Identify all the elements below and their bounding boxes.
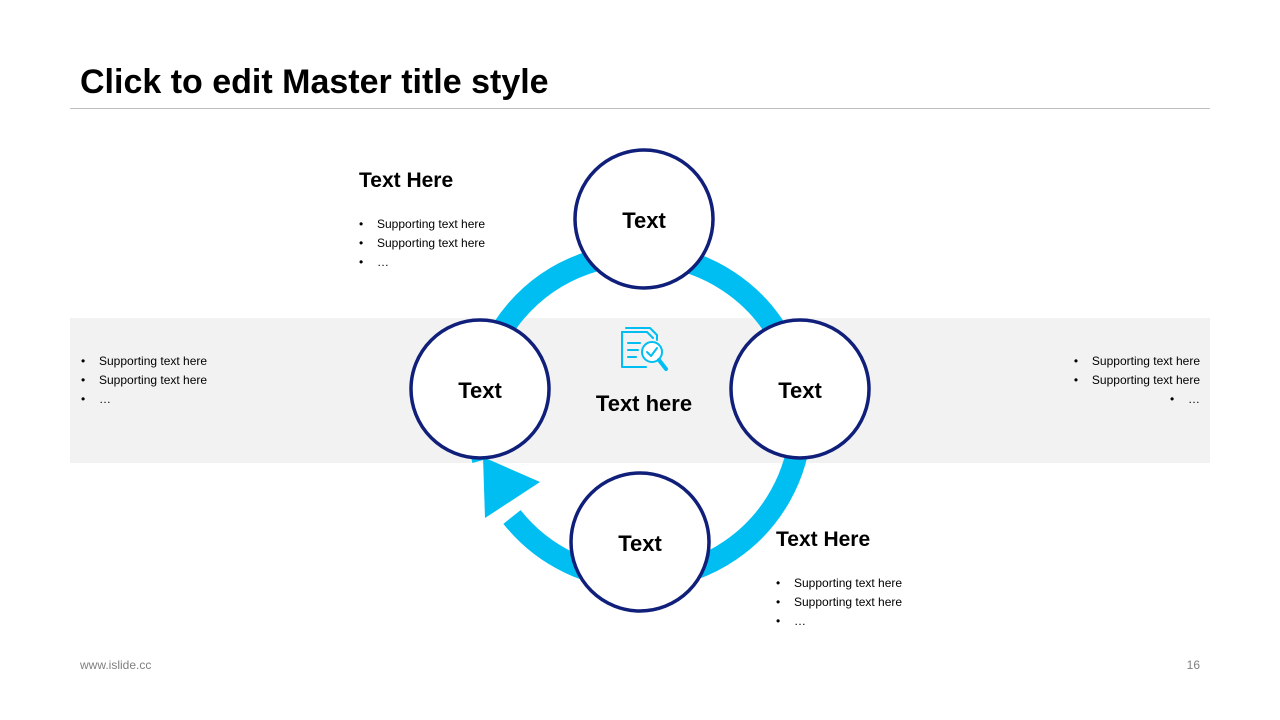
node-bottom[interactable]: Text (569, 471, 711, 613)
node-circle (729, 318, 871, 460)
node-label: Text (618, 531, 662, 556)
document-magnifier-icon (621, 327, 668, 371)
node-top[interactable]: Text (573, 148, 715, 290)
list-item: Supporting text here (359, 234, 485, 253)
top-left-bullets[interactable]: Supporting text here Supporting text her… (359, 215, 485, 272)
list-item: Supporting text here (81, 371, 207, 390)
bottom-right-bullets[interactable]: Supporting text here Supporting text her… (776, 574, 902, 631)
block-title: Text Here (776, 528, 871, 551)
list-item: … (1074, 390, 1200, 409)
list-item: Supporting text here (776, 593, 902, 612)
list-item: … (81, 390, 207, 409)
page-number: 16 (1186, 658, 1200, 672)
node-label: Text (778, 378, 822, 403)
node-circle (569, 471, 711, 613)
slide-title[interactable]: Click to edit Master title style (80, 63, 549, 101)
node-left[interactable]: Text (409, 318, 551, 460)
node-circle (573, 148, 715, 290)
node-circle (409, 318, 551, 460)
title-divider (70, 108, 1210, 109)
node-label: Text (458, 378, 502, 403)
block-title: Text Here (359, 169, 454, 192)
center-label: Text here (596, 391, 692, 416)
list-item: Supporting text here (776, 574, 902, 593)
list-item: Supporting text here (1074, 352, 1200, 371)
band-right-bullets[interactable]: Supporting text here Supporting text her… (1074, 352, 1200, 409)
footer-url: www.islide.cc (80, 658, 152, 672)
list-item: Supporting text here (81, 352, 207, 371)
cycle-arrowhead (483, 457, 540, 518)
list-item: … (776, 612, 902, 631)
list-item: Supporting text here (1074, 371, 1200, 390)
list-item: Supporting text here (359, 215, 485, 234)
band-left-bullets[interactable]: Supporting text here Supporting text her… (81, 352, 207, 409)
list-item: … (359, 253, 485, 272)
node-right[interactable]: Text (729, 318, 871, 460)
node-label: Text (622, 208, 666, 233)
